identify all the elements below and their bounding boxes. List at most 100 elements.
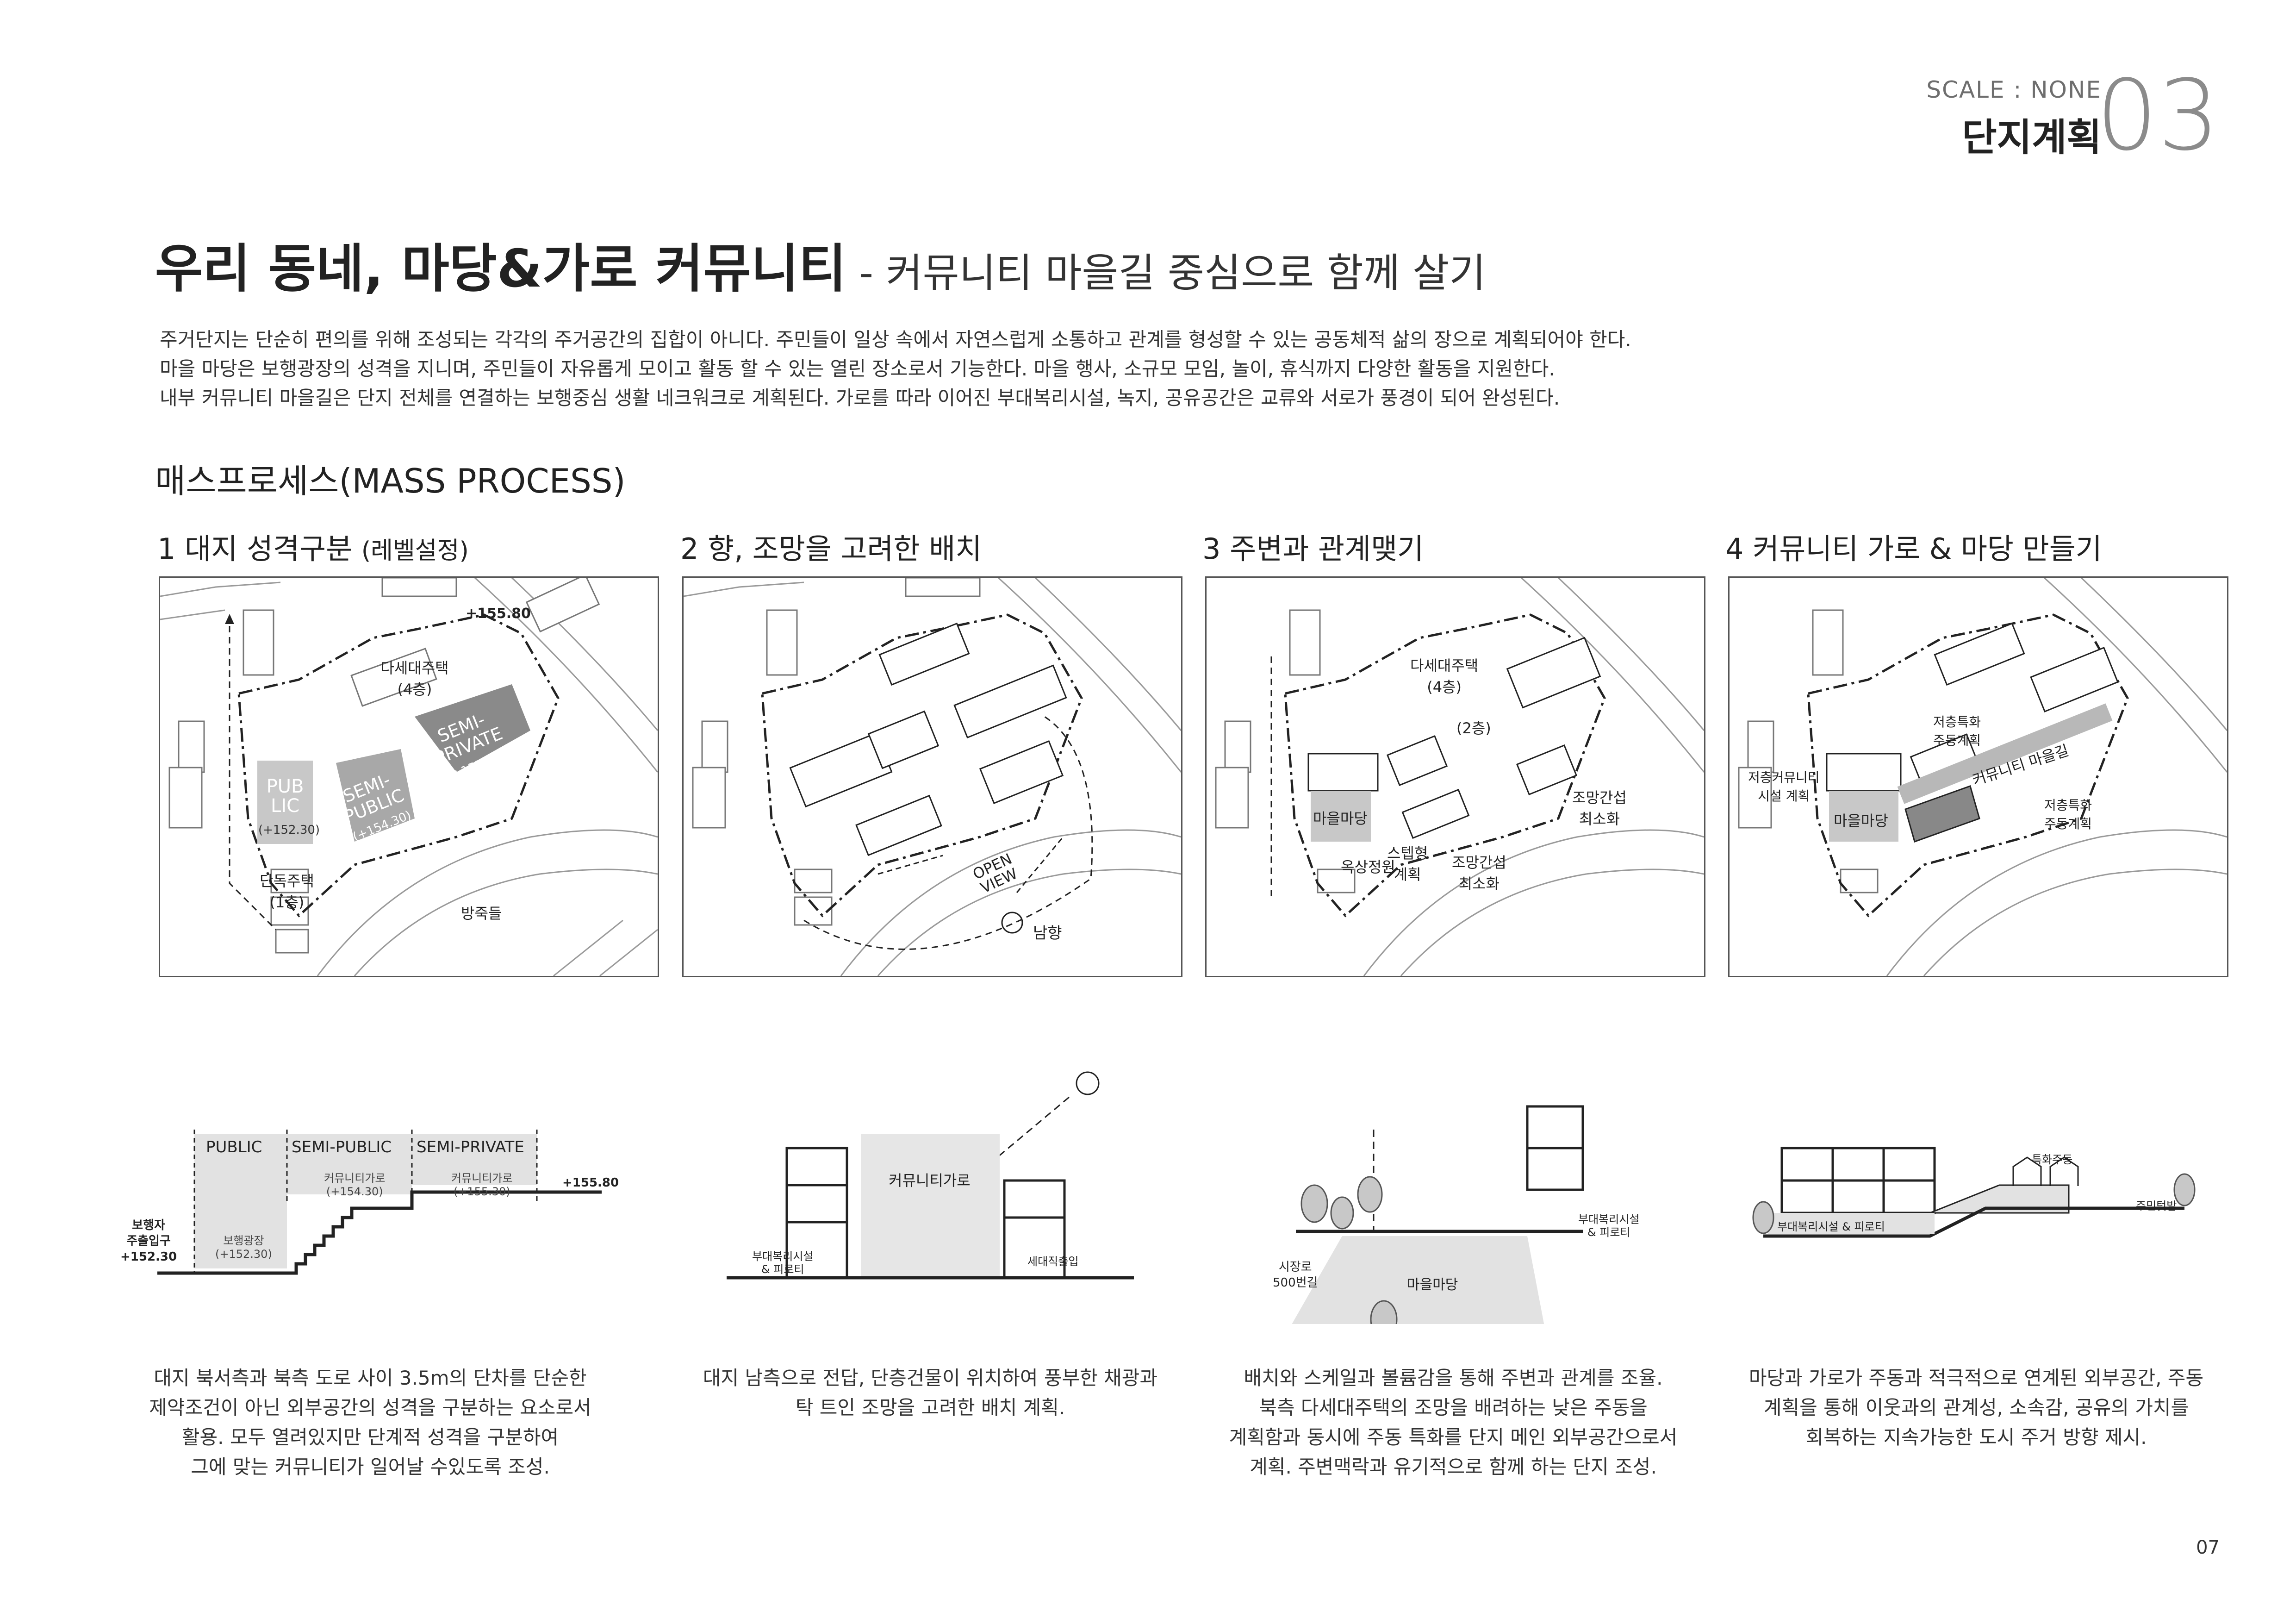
map1-public-elev: (+152.30) [258,823,320,837]
section-diagram-3: 부대복리시설& 피로티 시장로 500번길 마을마당 [1203,1065,1703,1324]
page-title-main: 우리 동네, 마당&가로 커뮤니티 [155,239,846,299]
map1-multi-floors: (4층) [397,681,432,698]
caption-3-line-3: 계획함과 동시에 주동 특화를 단지 메인 외부공간으로서 [1229,1426,1678,1449]
panel-1-title-main: 1 대지 성격구분 [157,532,353,566]
section-diagram-2: 커뮤니티가로 부대복리시설& 피로티 세대직출입 [680,1065,1180,1324]
s3-welfare2: & 피로티 [1587,1226,1630,1239]
caption-4-line-2: 계획을 통해 이웃과의 관계성, 소속감, 공유의 가치를 [1763,1396,2189,1419]
caption-2-line-1: 대지 남측으로 전답, 단층건물이 위치하여 풍부한 채광과 [703,1367,1158,1389]
s1-elev-top: +155.80 [562,1176,619,1190]
intro-line-3: 내부 커뮤니티 마을길은 단지 전체를 연결하는 보행중심 생활 네크워크로 계… [160,387,1560,409]
map3-multi-floors: (4층) [1427,678,1462,696]
map4-special2: 주동계획 [1933,733,1981,748]
s1-public: PUBLIC [206,1138,262,1156]
section-2-drawing [727,1071,1134,1280]
panel-4-title: 4 커뮤니티 가로 & 마당 만들기 [1725,532,2102,566]
map3-multi: 다세대주택 [1410,657,1479,675]
s1-st2-elev: (+155.30) [453,1185,510,1198]
zone-semi-private [415,684,530,772]
caption-3-line-2: 북측 다세대주택의 조망을 배려하는 낮은 주동을 [1259,1396,1648,1419]
map4-special1: 저층특화 [1933,714,1981,730]
s1-plaza: 보행광장(+152.30) [215,1231,272,1261]
intro-line-2: 마을 마당은 보행광장의 성격을 지니며, 주민들이 자유롭게 모이고 활동 할… [160,357,1555,380]
map2-south-label: 남향 [1033,924,1062,943]
map1-detached-floors: (1층) [269,893,305,911]
page-title-sub: - 커뮤니티 마을길 중심으로 함께 살기 [846,250,1486,296]
map1-bank-label: 방죽들 [461,905,502,922]
section-number: 03 [2096,59,2220,172]
map2-buildings [789,622,1067,856]
s3-welfare: 부대복리시설& 피로티 [1578,1213,1639,1239]
map3-view-b2: 최소화 [1458,875,1500,893]
map1-detached: 단독주택 [260,872,314,890]
s2-entrance: 세대직출입 [1027,1255,1079,1268]
intro-line-1: 주거단지는 단순히 편의를 위해 조성되는 각각의 주거공간의 집합이 아니다.… [160,328,1631,351]
scale-label: SCALE : NONE [1926,76,2102,103]
caption-1: 대지 북서측과 북측 도로 사이 3.5m의 단차를 단순한 제약조건이 아닌 … [116,1363,625,1482]
s2-welfare2: & 피로티 [761,1263,804,1276]
panel-2-title: 2 향, 조망을 고려한 배치 [680,532,982,566]
s1-st1-elev: (+154.30) [326,1185,383,1198]
site-map-3-drawing [1215,578,1704,976]
caption-3-line-1: 배치와 스케일과 볼륨감을 통해 주변과 관계를 조율. [1244,1367,1663,1389]
map1-pub2: LIC [270,795,299,817]
s4-yard: 주민텃밭 [2136,1199,2177,1212]
map4-special3: 저층특화 [2044,798,2092,813]
map3-step2: 계획 [1394,866,1421,883]
caption-1-line-3: 활용. 모두 열려있지만 단계적 성격을 구분하여 [181,1426,559,1449]
site-boundary [237,613,560,918]
s2-welfare: 부대복리시설& 피로티 [752,1250,813,1276]
map3-rooftop: 옥상정원 [1341,858,1395,876]
s3-yard-plane [1292,1236,1544,1324]
map1-pub1: PUB [266,776,304,797]
s1-entry2: 주출입구 [126,1234,171,1248]
caption-4-line-3: 회복하는 지속가능한 도시 주거 방향 제시. [1805,1426,2147,1449]
panel-1-title: 1 대지 성격구분 (레벨설정) [157,525,469,567]
map4-low-comm1: 저층커뮤니티 [1748,770,1820,785]
map3-yard [1311,791,1371,842]
zone-public [257,761,313,844]
map4-yard-label: 마을마당 [1834,812,1888,830]
caption-1-line-2: 제약조건이 아닌 외부공간의 성격을 구분하는 요소로서 [149,1396,591,1419]
s3-market2: 500번길 [1273,1276,1318,1290]
s2-street: 커뮤니티가로 [889,1172,971,1189]
s1-plaza-name: 보행광장 [223,1234,264,1247]
s4-special: 특화주동 [2032,1153,2073,1166]
map1-multi-label: 다세대주택 (4층) [378,656,452,699]
s1-street-1: 커뮤니티가로(+154.30) [324,1169,385,1198]
map2-sun-icon [1001,912,1023,934]
s2-welfare1: 부대복리시설 [752,1250,814,1263]
s4-welfare: 부대복리시설 & 피로티 [1777,1220,1885,1233]
s1-street-2: 커뮤니티가로(+155.30) [451,1169,512,1198]
panel-3-title: 3 주변과 관계맺기 [1202,532,1424,566]
map4-street [1897,703,2113,804]
map3-floors2: (2층) [1456,719,1491,737]
map4-special4: 주동계획 [2044,816,2092,831]
map4-special-block [1904,785,1980,843]
section-diagram-4: 특화주동 부대복리시설 & 피로티 주민텃밭 [1726,1065,2226,1324]
page-number: 07 [2196,1537,2220,1558]
page-title: 우리 동네, 마당&가로 커뮤니티 - 커뮤니티 마을길 중심으로 함께 살기 [155,227,1486,302]
map3-multi-label: 다세대주택 (4층) [1410,654,1478,697]
s3-trees [1300,1176,1398,1324]
s3-welfare1: 부대복리시설 [1578,1213,1640,1226]
zone-semi-public [336,749,415,842]
map1-elev-top: +155.80 [466,606,531,622]
s3-market1: 시장로 [1278,1260,1312,1274]
s3-market: 시장로 500번길 [1273,1259,1318,1291]
map1-multi: 다세대주택 [380,659,449,677]
caption-3-line-4: 계획. 주변맥락과 유기적으로 함께 하는 단지 조성. [1250,1455,1657,1478]
s3-yard: 마을마당 [1407,1277,1458,1293]
panel-1-title-note: (레벨설정) [361,537,469,565]
s1-entry3: +152.30 [120,1250,177,1264]
section-diagram-1: PUBLIC SEMI-PUBLIC SEMI-PRIVATE 커뮤니티가로(+… [120,1065,620,1324]
